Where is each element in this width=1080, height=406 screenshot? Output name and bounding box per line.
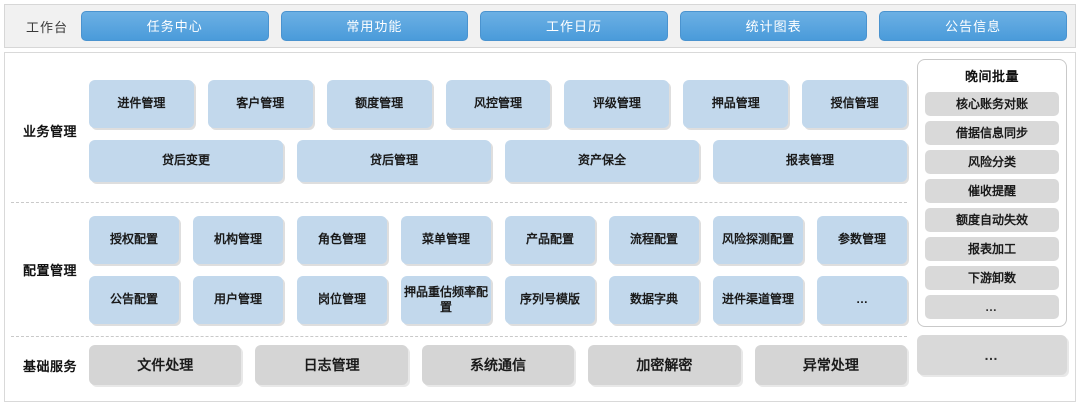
- night-batch-title: 晚间批量: [964, 69, 1019, 84]
- tile-rating-management[interactable]: 评级管理: [564, 79, 670, 128]
- section-label-configuration: 配置管理: [22, 263, 77, 278]
- tile-report-management[interactable]: 报表管理: [713, 139, 907, 182]
- tile-menu-management[interactable]: 菜单管理: [401, 215, 491, 264]
- batch-item-downstream-data-unload[interactable]: 下游卸数: [925, 266, 1059, 290]
- batch-item-more[interactable]: …: [925, 295, 1059, 319]
- tile-post-loan-change[interactable]: 贷后变更: [89, 139, 283, 182]
- tile-authorization-config[interactable]: 授权配置: [89, 215, 179, 264]
- right-column-more-button[interactable]: …: [917, 335, 1067, 375]
- tile-application-management[interactable]: 进件管理: [89, 79, 194, 128]
- workbench-title: 工作台: [25, 19, 68, 35]
- tile-parameter-management[interactable]: 参数管理: [817, 215, 907, 264]
- section-configuration-management: 配置管理 授权配置 机构管理 角色管理 菜单管理 产品配置 流程配置 风险探测配…: [11, 202, 907, 336]
- business-row-1: 进件管理 客户管理 额度管理 风控管理 评级管理 押品管理 授信管理: [89, 79, 908, 128]
- tile-application-channel-management[interactable]: 进件渠道管理: [713, 275, 803, 324]
- section-business-management: 业务管理 进件管理 客户管理 额度管理 风控管理 评级管理 押品管理 授信管理 …: [11, 59, 908, 202]
- tile-post-loan-management[interactable]: 贷后管理: [297, 139, 491, 182]
- tab-announcements[interactable]: 公告信息: [879, 11, 1067, 41]
- tile-data-dictionary[interactable]: 数据字典: [609, 275, 699, 324]
- tile-system-communication[interactable]: 系统通信: [421, 345, 575, 385]
- batch-item-risk-classification[interactable]: 风险分类: [925, 150, 1059, 174]
- batch-item-core-accounting-reconciliation[interactable]: 核心账务对账: [925, 92, 1059, 116]
- batch-item-loan-receipt-info-sync[interactable]: 借据信息同步: [925, 121, 1059, 145]
- module-column: 业务管理 进件管理 客户管理 额度管理 风控管理 评级管理 押品管理 授信管理 …: [5, 53, 915, 401]
- tile-role-management[interactable]: 角色管理: [297, 215, 387, 264]
- tile-risk-control-management[interactable]: 风控管理: [445, 79, 551, 128]
- top-tab-list: 任务中心 常用功能 工作日历 统计图表 公告信息: [81, 11, 1067, 41]
- tile-encryption-decryption[interactable]: 加密解密: [588, 345, 741, 385]
- basic-services-row: 文件处理 日志管理 系统通信 加密解密 异常处理: [89, 345, 908, 385]
- tile-user-management[interactable]: 用户管理: [193, 275, 283, 324]
- batch-item-auto-credit-limit-expiry[interactable]: 额度自动失效: [925, 208, 1059, 232]
- section-label-business: 业务管理: [22, 124, 77, 139]
- tile-credit-granting-management[interactable]: 授信管理: [802, 79, 908, 128]
- tab-common-functions[interactable]: 常用功能: [280, 11, 469, 41]
- business-tile-rows: 进件管理 客户管理 额度管理 风控管理 评级管理 押品管理 授信管理 贷后变更 …: [89, 79, 908, 182]
- tile-serial-number-template[interactable]: 序列号模版: [505, 275, 595, 324]
- tab-work-calendar[interactable]: 工作日历: [480, 11, 668, 41]
- configuration-row-2: 公告配置 用户管理 岗位管理 押品重估频率配置 序列号模版 数据字典 进件渠道管…: [89, 275, 907, 324]
- top-navigation-bar: 工作台 任务中心 常用功能 工作日历 统计图表 公告信息: [4, 4, 1076, 48]
- tile-risk-detection-config[interactable]: 风险探测配置: [713, 215, 803, 264]
- tile-organization-management[interactable]: 机构管理: [193, 215, 283, 264]
- basic-services-rows: 文件处理 日志管理 系统通信 加密解密 异常处理: [89, 345, 908, 385]
- tile-credit-limit-management[interactable]: 额度管理: [326, 79, 432, 128]
- main-content-panel: 业务管理 进件管理 客户管理 额度管理 风控管理 评级管理 押品管理 授信管理 …: [4, 52, 1076, 402]
- section-basic-services: 基础服务 文件处理 日志管理 系统通信 加密解密 异常处理: [11, 336, 908, 393]
- tile-file-processing[interactable]: 文件处理: [89, 345, 242, 385]
- tile-configuration-more[interactable]: …: [817, 275, 907, 324]
- batch-item-report-processing[interactable]: 报表加工: [925, 237, 1059, 261]
- section-label-basic-services: 基础服务: [22, 358, 77, 374]
- tile-collateral-management[interactable]: 押品管理: [683, 79, 789, 128]
- night-batch-panel: 晚间批量 核心账务对账 借据信息同步 风险分类 催收提醒 额度自动失效 报表加工…: [917, 59, 1067, 327]
- business-row-2: 贷后变更 贷后管理 资产保全 报表管理: [89, 139, 907, 182]
- batch-item-collection-reminder[interactable]: 催收提醒: [925, 179, 1059, 203]
- tab-statistics-charts[interactable]: 统计图表: [679, 11, 868, 41]
- configuration-tile-rows: 授权配置 机构管理 角色管理 菜单管理 产品配置 流程配置 风险探测配置 参数管…: [89, 215, 907, 324]
- night-batch-column: 晚间批量 核心账务对账 借据信息同步 风险分类 催收提醒 额度自动失效 报表加工…: [915, 53, 1075, 401]
- configuration-row-1: 授权配置 机构管理 角色管理 菜单管理 产品配置 流程配置 风险探测配置 参数管…: [89, 215, 907, 264]
- tile-collateral-revaluation-frequency-config[interactable]: 押品重估频率配置: [401, 275, 491, 324]
- tile-process-config[interactable]: 流程配置: [609, 215, 699, 264]
- tile-exception-handling[interactable]: 异常处理: [754, 345, 908, 385]
- tab-task-center[interactable]: 任务中心: [81, 11, 269, 41]
- tile-position-management[interactable]: 岗位管理: [297, 275, 387, 324]
- tile-announcement-config[interactable]: 公告配置: [89, 275, 179, 324]
- tile-product-config[interactable]: 产品配置: [505, 215, 595, 264]
- tile-log-management[interactable]: 日志管理: [255, 345, 408, 385]
- tile-asset-preservation[interactable]: 资产保全: [505, 139, 699, 182]
- tile-customer-management[interactable]: 客户管理: [207, 79, 313, 128]
